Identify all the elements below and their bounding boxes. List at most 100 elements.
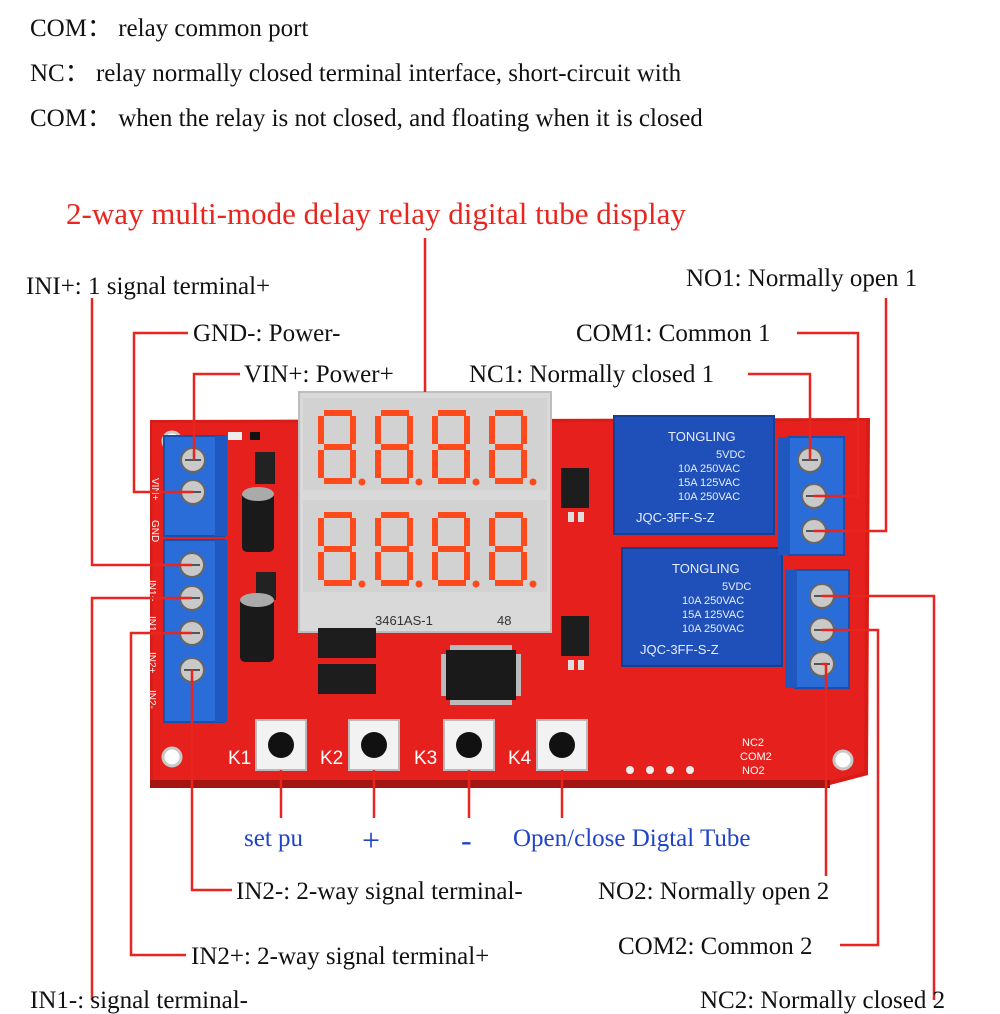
- relay2-rating-2: 10A 250VAC: [682, 595, 744, 607]
- microcontroller-chip: [441, 645, 521, 705]
- left-components: [228, 432, 276, 662]
- digit-segment: [407, 518, 413, 546]
- display-model: 3461AS-1: [375, 613, 433, 628]
- leader-lines: [90, 238, 936, 1000]
- digit-segment: [324, 512, 352, 518]
- label-in1-minus: IN1-: signal terminal-: [30, 987, 248, 1014]
- relay-1: TONGLING 5VDC 10A 250VAC 15A 125VAC 10A …: [613, 415, 775, 535]
- relay1-rating-3: 15A 125VAC: [678, 477, 740, 489]
- leader-in2-plus: [129, 631, 192, 957]
- digit-decimal-point: [472, 478, 480, 486]
- digit-segment: [464, 450, 470, 478]
- silk-k1: K1: [228, 748, 251, 769]
- digit-segment: [324, 546, 352, 552]
- label-gnd: GND-: Power-: [193, 320, 341, 347]
- key-k1: K1: [228, 719, 307, 771]
- header-pins: [626, 766, 694, 774]
- digit-segment: [432, 450, 438, 478]
- label-vin: VIN+: Power+: [244, 361, 394, 388]
- digit-segment: [324, 478, 352, 484]
- digit-segment: [432, 552, 438, 580]
- relay2-brand: TONGLING: [672, 561, 740, 576]
- note-com: COM： relay common port: [30, 15, 309, 42]
- digit-segment: [375, 416, 381, 444]
- label-in1-plus: INI+: 1 signal terminal+: [26, 273, 271, 300]
- digit-segment: [495, 478, 523, 484]
- leader-in1-plus: [90, 298, 192, 567]
- digit-segment: [381, 546, 409, 552]
- digit-segment: [489, 552, 495, 580]
- terminal-block-power: [163, 435, 227, 537]
- digit-segment: [381, 410, 409, 416]
- digit-decimal-point: [358, 478, 366, 486]
- digit-decimal-point: [529, 580, 537, 588]
- digit-segment: [318, 518, 324, 546]
- silk-k2: K2: [320, 748, 343, 769]
- silk-gnd: GND: [149, 520, 160, 542]
- digit-segment: [407, 450, 413, 478]
- digit-segment: [495, 546, 523, 552]
- digit-segment: [375, 552, 381, 580]
- digit-segment: [438, 444, 466, 450]
- digit-segment: [318, 552, 324, 580]
- seven-segment-digits: [318, 410, 537, 588]
- label-nc1: NC1: Normally closed 1: [469, 361, 715, 388]
- silk-in1m: IN1-: [146, 616, 157, 635]
- silk-nc2: NC2: [742, 737, 764, 749]
- digit-segment: [464, 416, 470, 444]
- silk-no2: NO2: [742, 765, 765, 777]
- silk-k4: K4: [508, 748, 532, 769]
- digital-display: 3461AS-1 48: [298, 391, 552, 633]
- terminal-block-signal: [163, 539, 227, 723]
- digit-decimal-point: [415, 580, 423, 588]
- digit-segment: [464, 552, 470, 580]
- digit-segment: [350, 416, 356, 444]
- digit-segment: [381, 444, 409, 450]
- digit-segment: [489, 518, 495, 546]
- digit-segment: [375, 518, 381, 546]
- label-com1: COM1: Common 1: [576, 320, 771, 347]
- digit-segment: [381, 580, 409, 586]
- digit-segment: [375, 450, 381, 478]
- digit-segment: [381, 478, 409, 484]
- button-label-minus: -: [461, 822, 472, 858]
- label-in2-minus: IN2-: 2-way signal terminal-: [236, 878, 523, 905]
- optocouplers: [318, 468, 589, 694]
- digit-segment: [432, 416, 438, 444]
- relay-2: TONGLING 5VDC 10A 250VAC 15A 125VAC 10A …: [621, 547, 783, 667]
- relay2-model: JQC-3FF-S-Z: [640, 642, 719, 657]
- digit-decimal-point: [529, 478, 537, 486]
- silk-in2p: IN2+: [146, 652, 157, 674]
- leader-vin: [192, 372, 240, 460]
- note-com-detail: COM： when the relay is not closed, and f…: [30, 105, 703, 132]
- digit-segment: [350, 552, 356, 580]
- digit-segment: [495, 410, 523, 416]
- leader-in2-minus: [190, 670, 232, 892]
- digit-segment: [489, 416, 495, 444]
- relay2-rating-1: 5VDC: [722, 581, 751, 593]
- relay1-brand: TONGLING: [668, 429, 736, 444]
- digit-segment: [438, 410, 466, 416]
- relay1-rating-4: 10A 250VAC: [678, 491, 740, 503]
- label-in2-plus: IN2+: 2-way signal terminal+: [191, 943, 490, 970]
- digit-segment: [495, 580, 523, 586]
- note-nc: NC： relay normally closed terminal inter…: [30, 60, 682, 87]
- leader-nc2: [822, 594, 936, 1000]
- display-code: 48: [497, 613, 511, 628]
- digit-decimal-point: [472, 580, 480, 588]
- relay2-rating-3: 15A 125VAC: [682, 609, 744, 621]
- leader-com1: [797, 331, 860, 498]
- silk-k3: K3: [414, 748, 437, 769]
- relay2-rating-4: 10A 250VAC: [682, 623, 744, 635]
- relay1-model: JQC-3FF-S-Z: [636, 510, 715, 525]
- silk-com2: COM2: [740, 751, 772, 763]
- leader-com2: [822, 628, 880, 947]
- digit-segment: [350, 450, 356, 478]
- label-nc2: NC2: Normally closed 2: [700, 987, 946, 1014]
- digit-segment: [521, 416, 527, 444]
- digit-segment: [438, 512, 466, 518]
- relay1-rating-2: 10A 250VAC: [678, 463, 740, 475]
- label-com2: COM2: Common 2: [618, 933, 813, 960]
- digit-segment: [521, 450, 527, 478]
